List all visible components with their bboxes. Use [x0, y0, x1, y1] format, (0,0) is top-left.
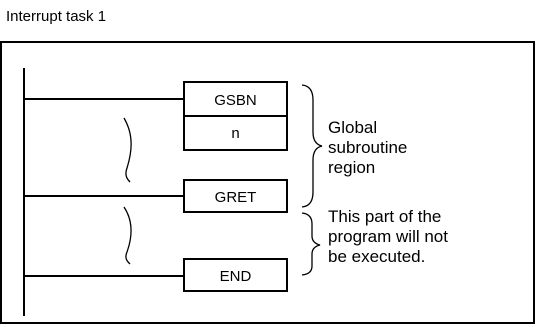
brace-not-executed	[301, 212, 321, 276]
diagram-frame	[0, 41, 535, 324]
operand-label: n	[231, 125, 239, 142]
omission-mark-lower	[123, 206, 132, 265]
brace-global-region	[301, 84, 323, 208]
gret-box	[183, 179, 288, 213]
annotation-not-executed-line-1: This part of the	[328, 207, 441, 226]
annotation-not-executed-line-2: program will not	[328, 227, 448, 246]
annotation-global-line-1: Global	[328, 118, 377, 137]
end-label: END	[220, 268, 252, 285]
annotation-global-line-2: subroutine	[328, 138, 407, 157]
end-box	[183, 258, 288, 292]
omission-mark-upper	[123, 117, 132, 183]
diagram-title: Interrupt task 1	[6, 8, 107, 25]
annotation-not-executed-line-3: be executed.	[328, 247, 425, 266]
gret-label: GRET	[215, 189, 257, 206]
annotation-global-line-3: region	[328, 158, 375, 177]
gsbn-label: GSBN	[214, 92, 257, 109]
